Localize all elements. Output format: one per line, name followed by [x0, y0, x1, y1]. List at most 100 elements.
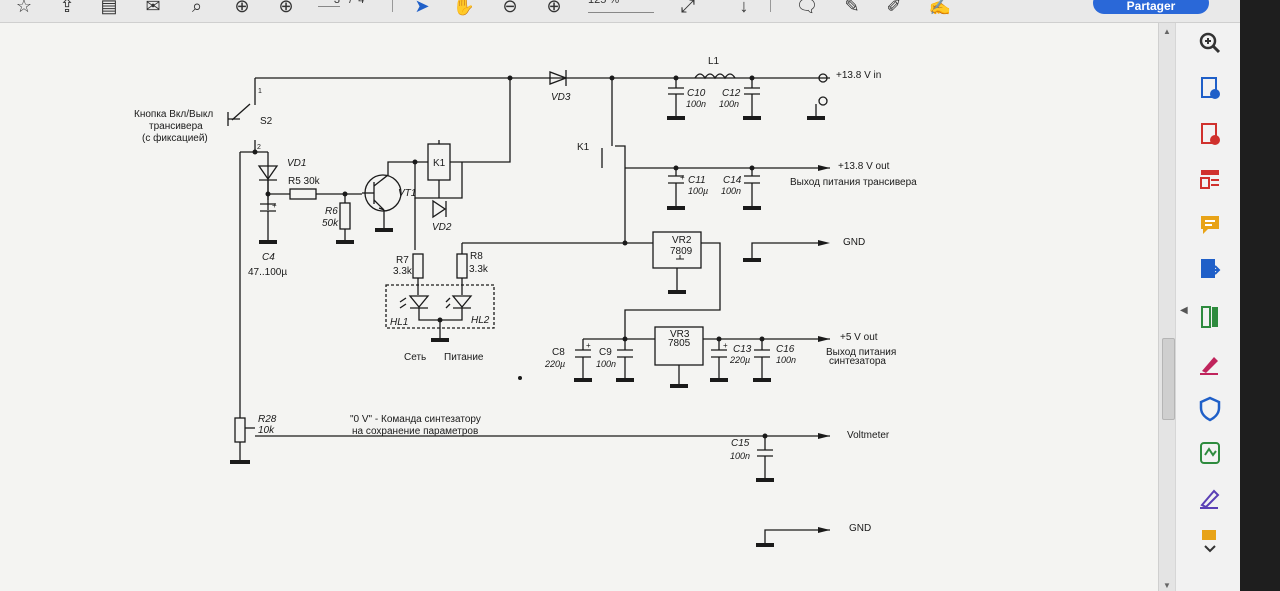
r7-value: 3.3k	[393, 266, 413, 277]
c13-polarity: +	[723, 341, 728, 350]
scan-icon[interactable]	[1196, 303, 1224, 331]
page-up-icon[interactable]: ⊕	[234, 0, 250, 16]
scrollbar-thumb[interactable]	[1162, 338, 1175, 420]
r28-value: 10k	[258, 425, 275, 436]
command-text-2: на сохранение параметров	[352, 426, 478, 437]
led-label-pitanie: Питание	[444, 352, 484, 363]
tools-panel: ◀	[1175, 23, 1241, 591]
vr3-type: 7805	[668, 338, 691, 349]
button-label-line3: (с фиксацией)	[142, 132, 208, 144]
share-button[interactable]: Partager	[1093, 0, 1209, 14]
vd2-label: VD2	[432, 222, 452, 233]
c15-value: 100n	[730, 451, 750, 461]
document-page: Кнопка Вкл/Выкл трансивера (с фиксацией)…	[0, 23, 1158, 591]
scroll-mode-icon[interactable]: ↓	[739, 0, 749, 16]
pin2-label: 2	[257, 144, 261, 151]
zoom-out-icon[interactable]: ⊖	[502, 0, 518, 16]
r8-value: 3.3k	[469, 264, 489, 275]
vr3-label: VR3	[670, 329, 690, 340]
vertical-scrollbar[interactable]: ▲ ▼	[1158, 23, 1176, 591]
vd3-label: VD3	[551, 92, 571, 103]
c11-polarity: +	[680, 173, 685, 182]
voltmeter-label: Voltmeter	[847, 430, 890, 441]
zoom-level-field[interactable]: 125 %	[588, 0, 654, 13]
button-label-line2: трансивера	[149, 121, 203, 132]
search-icon[interactable]: ⌕	[191, 0, 203, 16]
c9-value: 100n	[596, 359, 616, 369]
vt1-label: VT1	[398, 188, 416, 199]
cursor-select-icon[interactable]: ➤	[414, 0, 430, 16]
edit-pdf-icon[interactable]	[1196, 121, 1224, 149]
c11-label: C11	[688, 175, 706, 186]
out-13-8-label: +13.8 V out	[838, 161, 890, 172]
draw-icon[interactable]: ✐	[886, 0, 902, 16]
print-icon[interactable]: ▤	[100, 0, 118, 16]
page-current[interactable]: 3	[318, 0, 340, 7]
c11-value: 100µ	[688, 186, 708, 196]
star-icon[interactable]: ☆	[15, 0, 33, 16]
more-tools-icon[interactable]	[1196, 526, 1224, 554]
c10-value: 100n	[686, 99, 706, 109]
led-label-set: Сеть	[404, 352, 426, 363]
protect-icon[interactable]	[1196, 395, 1224, 423]
k1-contact-label: K1	[577, 142, 590, 153]
c8-value: 220µ	[544, 359, 565, 369]
toolbar-divider	[392, 0, 393, 12]
r8-label: R8	[470, 251, 483, 262]
c4-value: 47..100µ	[248, 267, 287, 278]
sign-icon[interactable]	[1196, 483, 1224, 511]
out-13-8-description: Выход питания трансивера	[790, 177, 917, 188]
vd1-label: VD1	[287, 158, 306, 169]
hand-tool-icon[interactable]: ✋	[452, 0, 476, 16]
page-fit-icon[interactable]: ⤢	[680, 0, 696, 16]
export-pdf-icon[interactable]	[1196, 75, 1224, 103]
page-separator: /	[349, 0, 353, 6]
toolbar-divider	[770, 0, 771, 12]
scroll-up-icon[interactable]: ▲	[1163, 27, 1171, 36]
out-5v-description-1: Выход питания	[826, 347, 896, 358]
pin1-label: 1	[258, 88, 262, 95]
gnd-label-2: GND	[849, 523, 871, 534]
top-toolbar: ☆ ⇪ ▤ ✉ ⌕ ⊕ ⊕ 3 / 4 ➤ ✋ ⊖ ⊕ 125 % ⤢ ↓ 🗨 …	[0, 0, 1240, 23]
vr2-label: VR2	[672, 235, 692, 246]
c9-label: C9	[599, 347, 612, 358]
c8-label: C8	[552, 347, 565, 358]
fill-sign-icon[interactable]	[1196, 256, 1224, 284]
zoom-in-icon[interactable]: ⊕	[546, 0, 562, 16]
c13-value: 220µ	[729, 355, 750, 365]
upload-cloud-icon[interactable]: ⇪	[59, 0, 75, 16]
out-5v-label: +5 V out	[840, 332, 878, 343]
page-number-field[interactable]: 3 / 4	[318, 0, 378, 14]
c4-polarity: +	[272, 201, 277, 210]
vr2-type: 7809	[670, 246, 693, 257]
l1-label: L1	[708, 56, 720, 67]
r6-label: R6	[325, 206, 338, 217]
scroll-down-icon[interactable]: ▼	[1163, 581, 1171, 590]
screen-bezel	[1240, 0, 1280, 591]
circuit-schematic: Кнопка Вкл/Выкл трансивера (с фиксацией)…	[134, 56, 917, 547]
collapse-panel-icon[interactable]: ◀	[1180, 305, 1188, 316]
comment-icon[interactable]	[1196, 211, 1224, 239]
draw-icon[interactable]	[1196, 349, 1224, 377]
page-total: 4	[358, 0, 365, 6]
highlight-icon[interactable]: ✎	[844, 0, 860, 16]
r6-value: 50k	[322, 218, 339, 229]
accessibility-icon[interactable]	[1196, 439, 1224, 467]
c10-label: C10	[687, 88, 706, 99]
r7-label: R7	[396, 255, 409, 266]
c16-label: C16	[776, 344, 795, 355]
sign-icon[interactable]: ✍	[928, 0, 952, 16]
organize-pages-icon[interactable]	[1196, 165, 1224, 193]
out-5v-description-2: синтезатора	[829, 356, 886, 367]
gnd-label-1: GND	[843, 237, 865, 248]
mail-icon[interactable]: ✉	[145, 0, 161, 16]
page-down-icon[interactable]: ⊕	[278, 0, 294, 16]
c12-value: 100n	[719, 99, 739, 109]
comment-icon[interactable]: 🗨	[795, 0, 819, 16]
s2-label: S2	[260, 116, 273, 127]
c14-value: 100n	[721, 186, 741, 196]
zoom-icon[interactable]	[1196, 29, 1224, 57]
c13-label: C13	[733, 344, 752, 355]
c16-value: 100n	[776, 355, 796, 365]
k1-box-label: K1	[433, 158, 446, 169]
